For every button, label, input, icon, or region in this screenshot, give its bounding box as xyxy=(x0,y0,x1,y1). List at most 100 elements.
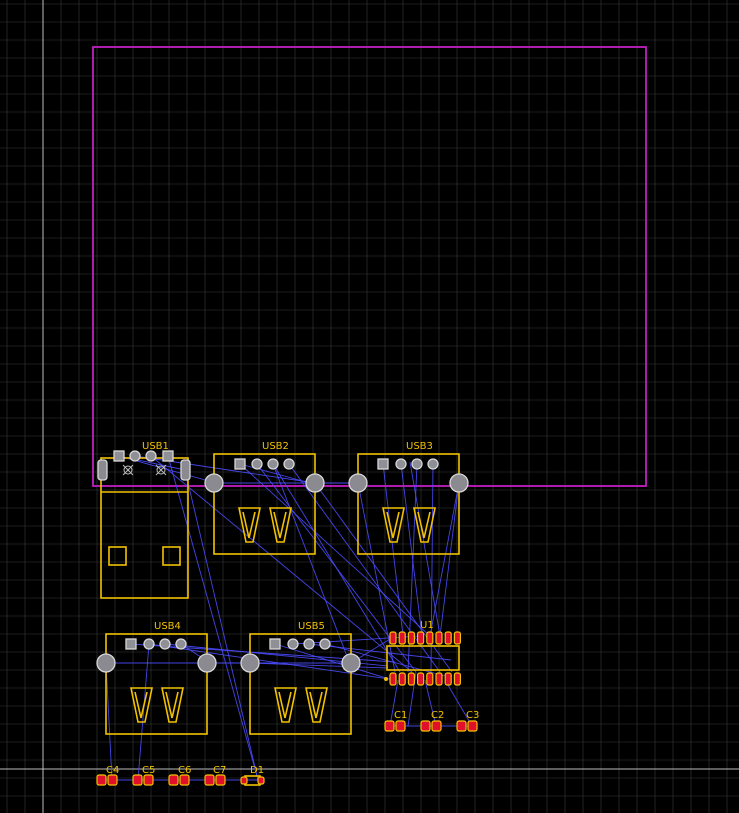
board-outline[interactable] xyxy=(92,46,647,487)
usb4-shield-pad-left[interactable] xyxy=(96,653,116,673)
u1-pad-top-3[interactable] xyxy=(407,631,415,645)
usb4-pad-1[interactable] xyxy=(125,638,137,650)
ratsnest-line xyxy=(444,679,473,727)
usb1-shield-pad-right[interactable] xyxy=(180,459,191,481)
c7-pad-2[interactable] xyxy=(215,774,226,786)
c7-pad-1[interactable] xyxy=(204,774,215,786)
ratsnest-line xyxy=(439,482,460,637)
ratsnest-line xyxy=(272,463,401,673)
usb4-pad-3[interactable] xyxy=(159,638,171,650)
usb3-contact-left xyxy=(382,507,405,543)
usb3-shield-pad-left[interactable] xyxy=(348,473,368,493)
usb1-pad-4[interactable] xyxy=(162,450,174,462)
usb2-pad-2[interactable] xyxy=(251,458,263,470)
usb4-designator: USB4 xyxy=(154,621,181,632)
usb5-pad-4[interactable] xyxy=(319,638,331,650)
usb5-contact-right xyxy=(305,687,328,723)
c7-footprint[interactable]: C7 xyxy=(204,765,226,786)
u1-pad-bottom-5[interactable] xyxy=(426,672,434,686)
c2-designator: C2 xyxy=(431,710,444,721)
ratsnest-line xyxy=(389,679,399,727)
u1-pad-bottom-8[interactable] xyxy=(453,672,461,686)
usb4-shield-pad-right[interactable] xyxy=(197,653,217,673)
u1-pad-bottom-4[interactable] xyxy=(417,672,425,686)
d1-footprint[interactable]: D1 xyxy=(240,765,265,786)
u1-pad-top-4[interactable] xyxy=(417,631,425,645)
usb2-pad-3[interactable] xyxy=(267,458,279,470)
usb3-pad-4[interactable] xyxy=(427,458,439,470)
usb3-pad-1[interactable] xyxy=(377,458,389,470)
u1-footprint[interactable]: U1 xyxy=(384,620,461,686)
c3-footprint[interactable]: C3 xyxy=(456,710,479,732)
c5-pad-2[interactable] xyxy=(143,774,154,786)
usb3-pad-3[interactable] xyxy=(411,458,423,470)
usb5-pad-2[interactable] xyxy=(287,638,299,650)
usb4-pad-4[interactable] xyxy=(175,638,187,650)
c1-pad-2[interactable] xyxy=(395,720,406,732)
usb1-footprint[interactable]: USB1 xyxy=(97,441,191,599)
ratsnest-line xyxy=(308,643,452,661)
d1-pad-1[interactable] xyxy=(240,776,248,785)
usb1-pad-2[interactable] xyxy=(129,450,141,462)
c4-footprint[interactable]: C4 xyxy=(96,765,119,786)
c1-footprint[interactable]: C1 xyxy=(384,710,407,732)
c4-pad-1[interactable] xyxy=(96,774,107,786)
c5-pad-1[interactable] xyxy=(132,774,143,786)
ratsnest-line xyxy=(239,463,311,484)
c7-designator: C7 xyxy=(213,765,226,776)
ratsnest-line xyxy=(249,662,389,669)
usb5-footprint[interactable]: USB5 xyxy=(240,621,361,735)
usb1-body-outline xyxy=(100,457,189,599)
usb2-shield-pad-left[interactable] xyxy=(204,473,224,493)
c3-pad-1[interactable] xyxy=(456,720,467,732)
usb3-designator: USB3 xyxy=(406,441,433,452)
usb2-footprint[interactable]: USB2 xyxy=(204,441,325,555)
usb4-contact-right xyxy=(161,687,184,723)
usb1-drill-mark-right xyxy=(155,464,167,476)
u1-pad-top-7[interactable] xyxy=(444,631,452,645)
usb3-shield-pad-right[interactable] xyxy=(449,473,469,493)
u1-pad-bottom-3[interactable] xyxy=(407,672,415,686)
usb2-body-outline xyxy=(213,453,316,555)
c6-pad-2[interactable] xyxy=(179,774,190,786)
c5-footprint[interactable]: C5 xyxy=(132,765,155,786)
usb3-footprint[interactable]: USB3 xyxy=(348,441,469,555)
usb4-footprint[interactable]: USB4 xyxy=(96,621,217,735)
usb3-pad-2[interactable] xyxy=(395,458,407,470)
usb5-shield-pad-left[interactable] xyxy=(240,653,260,673)
usb4-pad-2[interactable] xyxy=(143,638,155,650)
u1-pad-top-2[interactable] xyxy=(398,631,406,645)
c2-pad-2[interactable] xyxy=(431,720,442,732)
usb2-pad-4[interactable] xyxy=(283,458,295,470)
usb5-pad-3[interactable] xyxy=(303,638,315,650)
c2-pad-1[interactable] xyxy=(420,720,431,732)
usb1-pad-1[interactable] xyxy=(113,450,125,462)
usb2-pad-1[interactable] xyxy=(234,458,246,470)
ratsnest-line xyxy=(382,463,404,637)
ratsnest-line xyxy=(239,463,431,637)
c1-pad-1[interactable] xyxy=(384,720,395,732)
c4-pad-2[interactable] xyxy=(107,774,118,786)
u1-pad-top-8[interactable] xyxy=(453,631,461,645)
c2-footprint[interactable]: C2 xyxy=(420,710,444,732)
u1-pad-bottom-6[interactable] xyxy=(435,672,443,686)
c6-pad-1[interactable] xyxy=(168,774,179,786)
d1-pad-2[interactable] xyxy=(257,776,265,785)
u1-pad-bottom-7[interactable] xyxy=(444,672,452,686)
usb1-pad-3[interactable] xyxy=(145,450,157,462)
usb2-shield-pad-right[interactable] xyxy=(305,473,325,493)
u1-pad-bottom-2[interactable] xyxy=(398,672,406,686)
usb1-shield-pad-left[interactable] xyxy=(97,459,108,481)
u1-pad-top-6[interactable] xyxy=(435,631,443,645)
u1-pad-top-5[interactable] xyxy=(426,631,434,645)
usb5-pad-1[interactable] xyxy=(269,638,281,650)
ratsnest-line xyxy=(150,455,413,673)
c6-footprint[interactable]: C6 xyxy=(168,765,191,786)
usb5-shield-pad-right[interactable] xyxy=(341,653,361,673)
c3-pad-2[interactable] xyxy=(467,720,478,732)
u1-pad-bottom-1[interactable] xyxy=(389,672,397,686)
usb1-mount-square-right xyxy=(162,546,181,566)
c1-designator: C1 xyxy=(394,710,407,721)
u1-pad-top-1[interactable] xyxy=(389,631,397,645)
